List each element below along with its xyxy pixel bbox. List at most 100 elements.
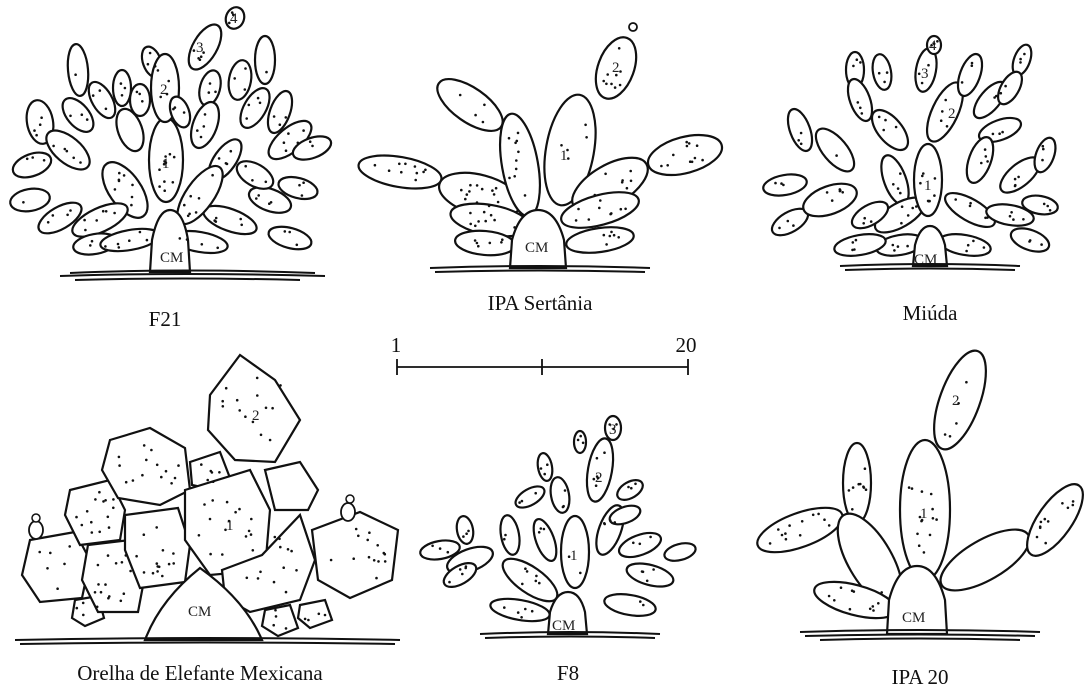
areole-dot — [200, 136, 203, 139]
areole-dot — [231, 11, 234, 14]
areole-dot — [538, 531, 541, 534]
areole-dot — [311, 145, 314, 148]
areole-dot — [481, 188, 484, 191]
areole-dot — [1036, 536, 1039, 539]
areole-dot — [465, 532, 468, 535]
plant-miuda-pads — [762, 36, 1060, 259]
plant-f21-pad-3: 3 — [196, 40, 204, 56]
areole-dot — [474, 114, 477, 117]
areole-dot — [839, 188, 842, 191]
areole-dot — [128, 239, 131, 242]
areole-dot — [357, 535, 360, 538]
areole-dot — [696, 144, 699, 147]
areole-dot — [69, 209, 72, 212]
areole-dot — [143, 533, 146, 536]
areole-dot — [256, 394, 259, 397]
areole-dot — [414, 165, 417, 168]
areole-dot — [828, 595, 831, 598]
areole-dot — [577, 439, 580, 442]
areole-dot — [1072, 500, 1075, 503]
areole-dot — [701, 159, 704, 162]
areole-dot — [234, 511, 237, 514]
areole-dot — [459, 94, 462, 97]
areole-dot — [851, 508, 854, 511]
areole-dot — [156, 565, 159, 568]
areole-dot — [248, 530, 251, 533]
areole-dot — [304, 618, 307, 621]
areole-dot — [251, 179, 254, 182]
areole-dot — [448, 581, 451, 584]
areole-dot — [154, 65, 157, 68]
areole-dot — [908, 486, 911, 489]
areole-dot — [630, 487, 633, 490]
areole-dot — [493, 219, 496, 222]
areole-dot — [105, 108, 108, 111]
areole-dot — [157, 69, 160, 72]
areole-dot — [855, 239, 858, 242]
areole-dot — [172, 562, 175, 565]
plant-ipa-sertania-bud — [629, 23, 637, 31]
areole-dot — [94, 498, 97, 501]
areole-dot — [431, 545, 434, 548]
areole-dot — [373, 559, 376, 562]
areole-dot — [614, 86, 617, 89]
areole-dot — [120, 600, 123, 603]
areole-dot — [932, 517, 935, 520]
areole-dot — [40, 116, 43, 119]
areole-dot — [546, 463, 549, 466]
areole-dot — [224, 529, 227, 532]
areole-dot — [90, 521, 93, 524]
areole-dot — [923, 551, 926, 554]
areole-dot — [862, 222, 865, 225]
areole-dot — [121, 94, 124, 97]
areole-dot — [1012, 218, 1015, 221]
areole-dot — [799, 534, 802, 537]
areole-dot — [368, 531, 371, 534]
areole-dot — [459, 568, 462, 571]
areole-dot — [183, 204, 186, 207]
areole-dot — [118, 456, 121, 459]
areole-dot — [941, 110, 944, 113]
areole-dot — [1040, 521, 1043, 524]
plant-miuda-name: Miúda — [903, 301, 959, 325]
areole-dot — [114, 188, 117, 191]
areole-dot — [86, 118, 89, 121]
plant-ipa-sertania: CM 1 2 IPA Sertânia — [356, 23, 726, 315]
areole-dot — [383, 552, 386, 555]
areole-dot — [852, 486, 855, 489]
areole-dot — [99, 89, 102, 92]
areole-dot — [81, 524, 84, 527]
areole-dot — [612, 428, 615, 431]
areole-dot — [271, 407, 274, 410]
areole-dot — [598, 207, 601, 210]
plant-miuda: CM 1 2 3 4 Miúda — [762, 36, 1060, 325]
areole-dot — [82, 614, 85, 617]
areole-dot — [279, 384, 282, 387]
areole-dot — [886, 71, 889, 74]
areole-dot — [155, 526, 158, 529]
areole-dot — [94, 591, 97, 594]
areole-dot — [1067, 507, 1070, 510]
areole-dot — [404, 163, 407, 166]
areole-dot — [33, 129, 36, 132]
areole-dot — [284, 230, 287, 233]
areole-dot — [198, 197, 201, 200]
areole-dot — [513, 175, 516, 178]
areole-dot — [97, 564, 100, 567]
areole-dot — [1019, 58, 1022, 61]
areole-dot — [685, 141, 688, 144]
areole-dot — [464, 198, 467, 201]
areole-dot — [84, 229, 87, 232]
areole-dot — [619, 84, 622, 87]
areole-dot — [787, 220, 790, 223]
areole-dot — [1072, 504, 1075, 507]
areole-dot — [1028, 240, 1031, 243]
areole-dot — [566, 149, 569, 152]
areole-dot — [118, 180, 121, 183]
areole-dot — [857, 101, 860, 104]
areole-dot — [290, 550, 293, 553]
areole-dot — [1047, 520, 1050, 523]
areole-dot — [259, 571, 262, 574]
areole-dot — [812, 514, 815, 517]
